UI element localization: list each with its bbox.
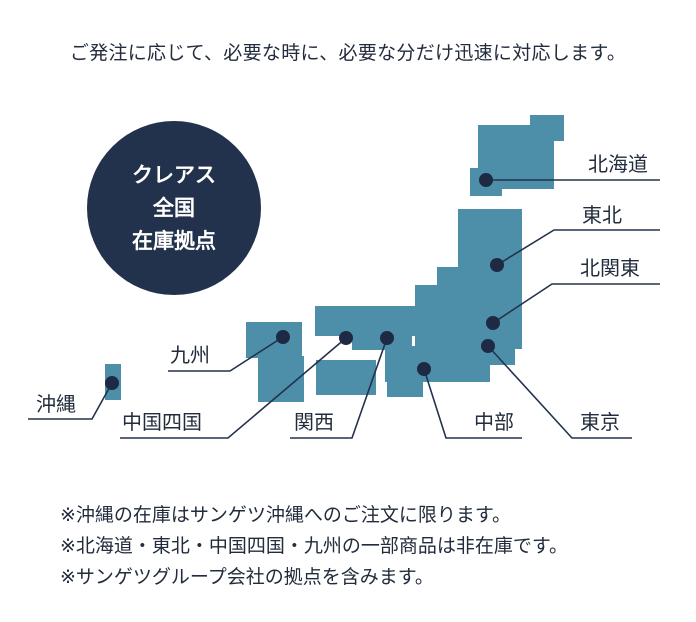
dot-chubu [417,362,431,376]
dot-tokyo [481,339,495,353]
label-tohoku: 東北 [582,203,622,227]
kyushu-shape [246,322,304,402]
label-chubu: 中部 [474,410,514,434]
label-kitakanto: 北関東 [580,256,640,280]
dot-kitakanto [486,316,500,330]
shikoku-shape [316,360,376,395]
label-hokkaido: 北海道 [588,152,648,176]
leader-line-tohoku [496,229,660,266]
dot-chugoku-shikoku [339,331,353,345]
leader-line-chubu [423,368,522,439]
label-tokyo: 東京 [580,410,620,434]
label-kyushu: 九州 [170,343,210,367]
badge-line-2: 全国 [153,195,195,220]
label-okinawa: 沖縄 [36,392,76,416]
notes: ※沖縄の在庫はサンゲツ沖縄へのご注文に限ります。 ※北海道・東北・中国四国・九州… [60,500,568,593]
note-non-stock: ※北海道・東北・中国四国・九州の一部商品は非在庫です。 [60,535,569,557]
label-chugoku-shikoku: 中国四国 [122,410,202,434]
leader-line-kitakanto [492,283,660,324]
leader-line-kyushu [168,336,284,372]
dot-kansai [380,331,394,345]
badge-line-1: クレアス [132,162,216,187]
headline: ご発注に応じて、必要な時に、必要な分だけ迅速に対応します。 [69,42,627,64]
note-group-companies: ※サンゲツグループ会社の拠点を含みます。 [60,566,434,588]
leader-line-tokyo [487,345,632,439]
leader-line-okinawa [28,382,113,420]
badge-line-3: 在庫拠点 [132,228,216,253]
label-kansai: 関西 [294,410,334,434]
dot-hokkaido [479,173,493,187]
inventory-badge: クレアス 全国 在庫拠点 [87,121,261,295]
dot-okinawa [105,376,119,390]
dot-tohoku [490,258,504,272]
note-okinawa: ※沖縄の在庫はサンゲツ沖縄へのご注文に限ります。 [60,504,512,526]
dot-kyushu [276,330,290,344]
leader-line-kansai [290,337,388,439]
leader-line-chugoku-shikoku [120,337,347,439]
